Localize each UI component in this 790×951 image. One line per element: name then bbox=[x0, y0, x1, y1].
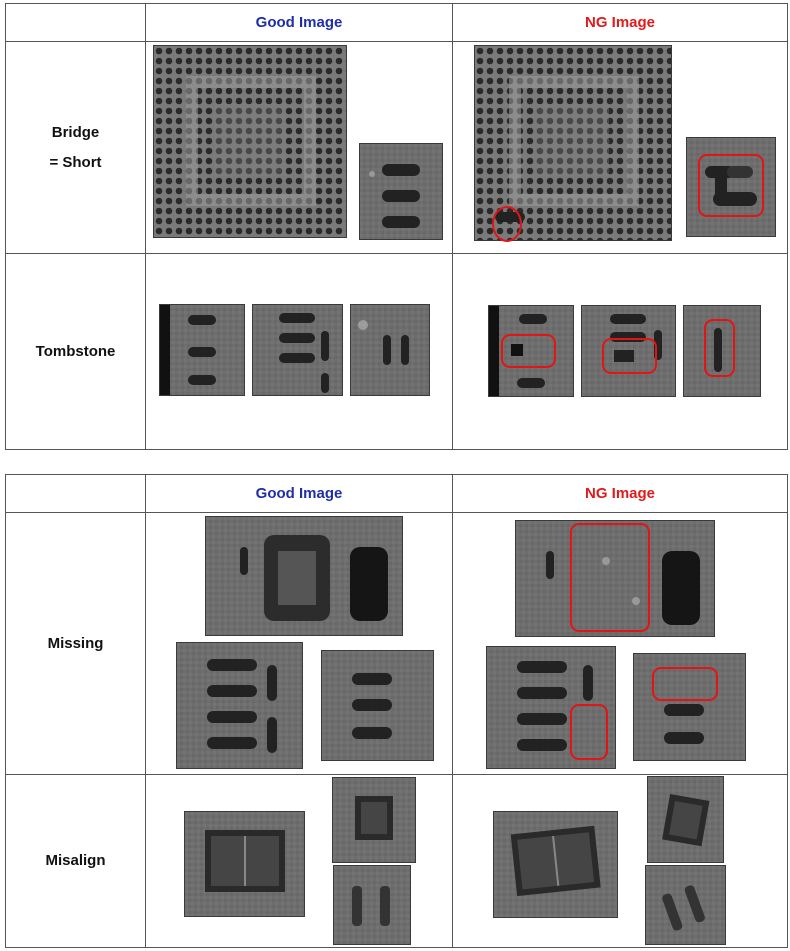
defect-table-1: Good Image NG Image Bridge = Short bbox=[5, 3, 788, 450]
missing-ng-image-1 bbox=[515, 520, 715, 637]
missing-good-image-2 bbox=[176, 642, 303, 769]
row-label-tombstone: Tombstone bbox=[5, 253, 146, 450]
tombstone-good-cell bbox=[145, 253, 453, 450]
misalign-good-image-3 bbox=[333, 865, 411, 945]
bridge-good-cell bbox=[145, 41, 453, 254]
bridge-ng-cell bbox=[452, 41, 788, 254]
defect-marker-tombstone-2 bbox=[602, 338, 657, 374]
tombstone-good-image-3 bbox=[350, 304, 430, 396]
row-label-misalign: Misalign bbox=[5, 774, 146, 948]
missing-ng-cell bbox=[452, 512, 788, 775]
ng-image-header: NG Image bbox=[452, 474, 788, 513]
ng-image-header: NG Image bbox=[452, 3, 788, 42]
missing-good-cell bbox=[145, 512, 453, 775]
defect-marker-box bbox=[698, 154, 764, 217]
bga-xray-image bbox=[153, 45, 347, 238]
row-label-bridge: Bridge = Short bbox=[5, 41, 146, 254]
defect-marker-tombstone-1 bbox=[501, 334, 556, 368]
tombstone-good-image-2 bbox=[252, 304, 343, 396]
misalign-good-image-2 bbox=[332, 777, 416, 863]
tombstone-ng-image-3 bbox=[683, 305, 761, 397]
tombstone-ng-cell bbox=[452, 253, 788, 450]
defect-marker-tombstone-3 bbox=[704, 319, 735, 377]
misalign-good-cell bbox=[145, 774, 453, 948]
bga-xray-ng-image bbox=[474, 45, 672, 241]
corner-cell bbox=[5, 474, 146, 513]
misalign-ng-image-3 bbox=[645, 865, 726, 945]
defect-marker-circle bbox=[492, 206, 522, 242]
defect-marker-missing-1 bbox=[570, 523, 650, 632]
misalign-ng-cell bbox=[452, 774, 788, 948]
misalign-ng-image-2 bbox=[647, 776, 724, 863]
tombstone-good-image-1 bbox=[159, 304, 245, 396]
defect-table-2: Good Image NG Image Missing bbox=[5, 474, 788, 948]
row-label-missing: Missing bbox=[5, 512, 146, 775]
misalign-ng-image-1 bbox=[493, 811, 618, 918]
missing-ng-image-2 bbox=[486, 646, 616, 769]
bridge-closeup-image bbox=[359, 143, 443, 240]
misalign-good-image-1 bbox=[184, 811, 305, 917]
tombstone-ng-image-2 bbox=[581, 305, 676, 397]
corner-cell bbox=[5, 3, 146, 42]
tombstone-ng-image-1 bbox=[488, 305, 574, 397]
missing-good-image-1 bbox=[205, 516, 403, 636]
good-image-header: Good Image bbox=[145, 3, 453, 42]
defect-marker-missing-2 bbox=[570, 704, 608, 760]
good-image-header: Good Image bbox=[145, 474, 453, 513]
missing-good-image-3 bbox=[321, 650, 434, 761]
defect-marker-missing-3 bbox=[652, 667, 718, 701]
